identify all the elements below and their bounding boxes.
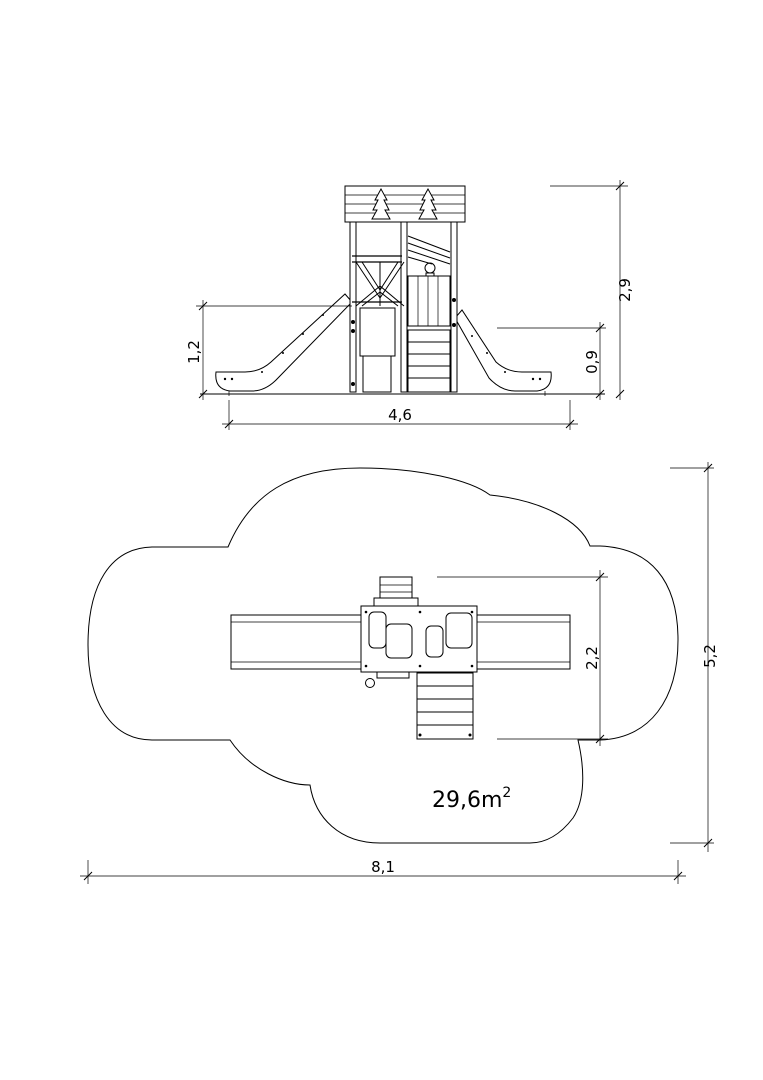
plan-view: 29,6m2 8,1 5,2 2,2	[80, 462, 719, 884]
cross-brace	[352, 255, 405, 307]
tower-roof	[344, 185, 466, 223]
right-slide	[454, 309, 552, 396]
tower-panels	[351, 275, 456, 393]
plan-right-slide	[476, 614, 571, 670]
elevation-platform-label: 0,9	[583, 350, 601, 374]
tower-posts	[349, 221, 458, 393]
dimension-plan-width: 8,1	[80, 858, 686, 884]
safety-zone-outline	[87, 467, 679, 844]
area-value: 29,6m	[432, 788, 502, 813]
dimension-width: 4,6	[222, 400, 578, 430]
plan-depth-label: 5,2	[701, 644, 719, 668]
plan-top-ladder	[373, 576, 419, 607]
elevation-width-label: 4,6	[388, 406, 412, 424]
roof-rungs	[407, 235, 451, 265]
dimension-plan-depth: 5,2	[670, 462, 719, 852]
plan-equipment-depth-label: 2,2	[583, 646, 601, 670]
plan-bottom-ladder	[416, 672, 474, 740]
dimension-slide-height: 1,2	[185, 300, 352, 400]
dimension-equipment-depth: 2,2	[437, 570, 608, 746]
dimension-height: 2,9	[550, 180, 634, 400]
plan-wheel-icon	[365, 671, 410, 688]
elevation-slide-height-label: 1,2	[185, 340, 203, 364]
plan-width-label: 8,1	[371, 858, 395, 876]
plan-left-slide	[230, 614, 362, 670]
elevation-view: 4,6 2,9 0,9 1,2	[185, 180, 634, 430]
plan-platform	[360, 605, 478, 673]
area-exponent: 2	[502, 785, 511, 801]
plan-area-label: 29,6m2	[432, 785, 511, 813]
steering-wheel-icon	[424, 262, 436, 278]
dimension-platform: 0,9	[497, 322, 606, 400]
ladder	[407, 329, 451, 393]
left-slide	[215, 293, 353, 396]
elevation-height-label: 2,9	[616, 278, 634, 302]
